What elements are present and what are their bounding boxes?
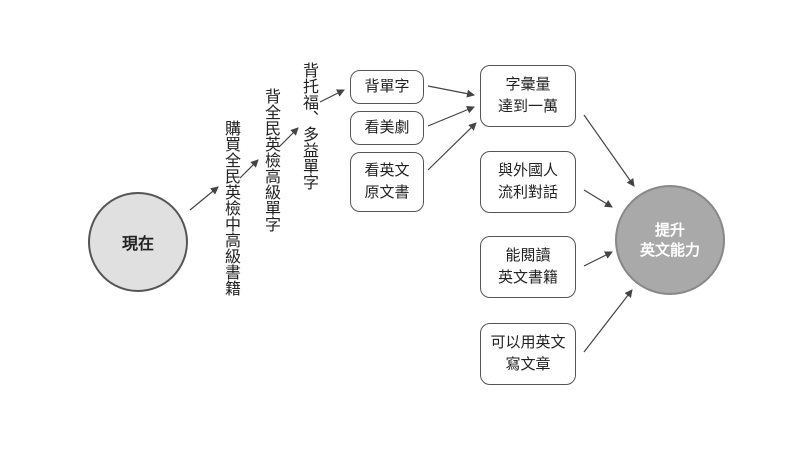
arrow-reading-to-goal — [583, 251, 613, 267]
method-watch-us-dramas: 看美劇 — [350, 111, 424, 145]
outcome-conversation: 與外國人 流利對話 — [480, 151, 576, 213]
step-buy-books: 購買全民英檢中高級書籍 — [222, 120, 241, 296]
arrow-writing-to-goal — [583, 289, 633, 353]
method-read-english-books: 看英文 原文書 — [350, 152, 424, 212]
arrow-method1-to-vocab — [427, 85, 475, 98]
step-gept-vocab: 背全民英檢高級單字 — [262, 88, 281, 232]
method-memorize-words: 背單字 — [350, 70, 424, 104]
arrow-step3-to-methods — [319, 89, 345, 103]
arrow-step2-to-step3 — [279, 127, 299, 147]
arrow-method3-to-vocab — [427, 122, 477, 171]
start-node: 現在 — [88, 192, 188, 292]
goal-node: 提升 英文能力 — [615, 185, 725, 295]
arrow-vocab-to-goal — [583, 114, 635, 187]
arrow-step1-to-step2 — [239, 159, 259, 179]
arrow-method2-to-vocab — [427, 105, 475, 127]
outcome-reading: 能閱讀 英文書籍 — [480, 236, 576, 298]
outcome-writing: 可以用英文 寫文章 — [480, 323, 576, 385]
arrow-start-to-step1 — [189, 186, 219, 211]
arrow-conversation-to-goal — [583, 189, 613, 208]
outcome-vocabulary: 字彙量 達到一萬 — [480, 65, 576, 127]
step-toefl-toeic-vocab: 背托福、多益單字 — [300, 62, 319, 190]
